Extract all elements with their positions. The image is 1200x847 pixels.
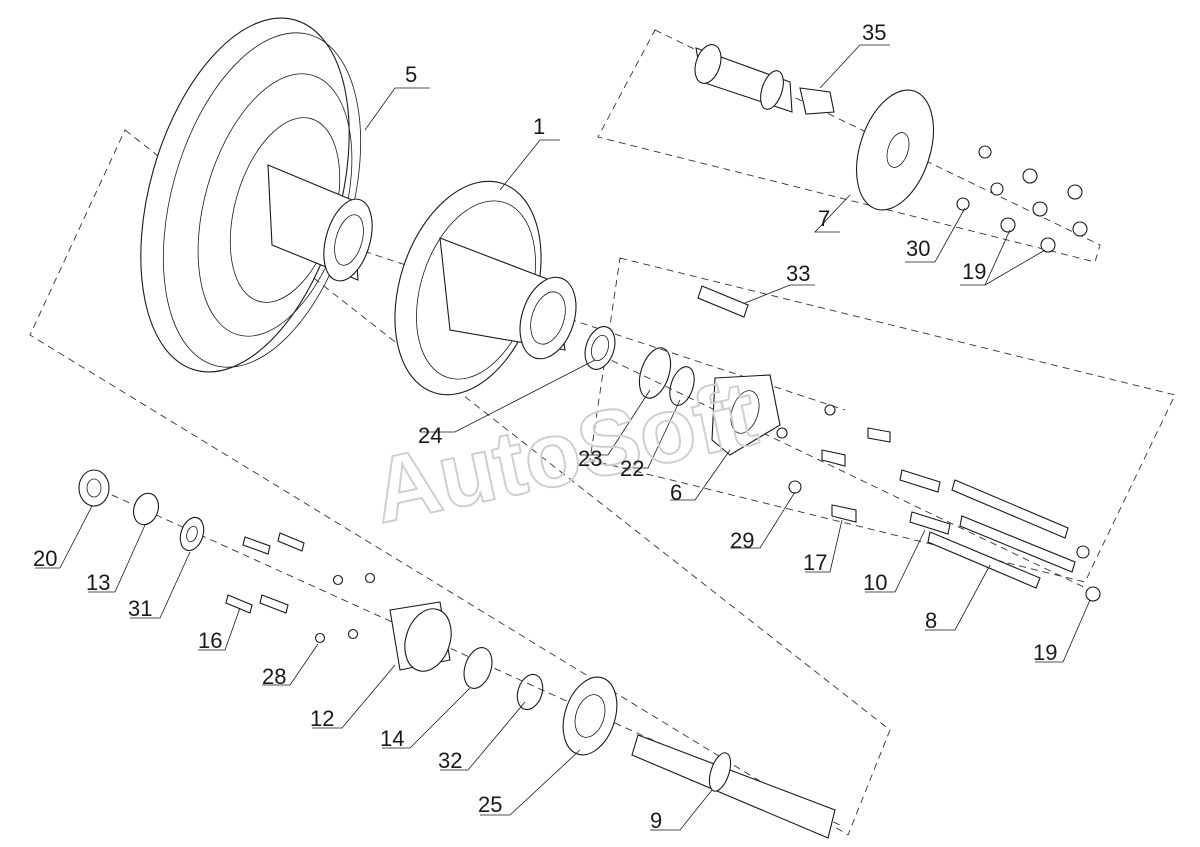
hub-assembly-frame — [589, 257, 1176, 583]
hub-axis-line — [589, 349, 1091, 591]
fasteners-top — [956, 145, 1088, 253]
label-1: 1 — [533, 114, 545, 139]
nut-part-14 — [463, 647, 493, 689]
assembly-frames — [29, 29, 1176, 836]
label-35: 35 — [862, 20, 886, 45]
disk-part-7 — [856, 89, 934, 211]
shaft-part-35 — [694, 44, 835, 115]
label-33: 33 — [786, 261, 810, 286]
label-22: 22 — [620, 456, 644, 481]
label-12: 12 — [310, 706, 334, 731]
label-25: 25 — [478, 792, 502, 817]
label-30: 30 — [906, 236, 930, 261]
washer-part-13 — [133, 492, 159, 526]
label-24: 24 — [418, 423, 442, 448]
cone-pulley-part-1 — [394, 180, 577, 396]
label-14: 14 — [380, 726, 404, 751]
pulley-part-5 — [140, 17, 373, 373]
lower-shaft-parts — [78, 469, 836, 839]
washer-part-31 — [179, 516, 205, 552]
label-9: 9 — [650, 808, 662, 833]
rings-part-22-23 — [638, 347, 695, 406]
label-16: 16 — [198, 628, 222, 653]
label-17: 17 — [803, 550, 827, 575]
watermark-text: AutoSoft — [364, 362, 765, 543]
nut-part-20 — [78, 469, 110, 507]
shaft-top-frame — [597, 29, 1101, 263]
pin-part-33 — [697, 285, 749, 318]
main-assembly-frame — [29, 129, 891, 836]
label-8: 8 — [925, 608, 937, 633]
label-19-top: 19 — [962, 259, 986, 284]
label-23: 23 — [578, 446, 602, 471]
lockwasher-part-32 — [516, 673, 544, 711]
watermark: AutoSoft — [363, 361, 766, 544]
part-labels: 5 1 35 7 30 19 33 24 23 22 6 29 17 10 8 … — [33, 20, 1057, 833]
label-20: 20 — [33, 546, 57, 571]
shaft-part-9 — [631, 734, 836, 839]
label-7: 7 — [818, 206, 830, 231]
label-19-bottom: 19 — [1033, 640, 1057, 665]
label-28: 28 — [262, 664, 286, 689]
bearing-part-25 — [562, 676, 618, 756]
label-31: 31 — [128, 596, 152, 621]
label-13: 13 — [86, 570, 110, 595]
label-32: 32 — [438, 748, 462, 773]
label-29: 29 — [730, 528, 754, 553]
bearing-part-24 — [584, 326, 616, 370]
label-10: 10 — [863, 570, 887, 595]
hub-fasteners — [776, 404, 1101, 602]
label-6: 6 — [670, 480, 682, 505]
flange-part-6 — [711, 374, 781, 456]
label-5: 5 — [405, 62, 417, 87]
leader-lines — [35, 44, 1091, 831]
